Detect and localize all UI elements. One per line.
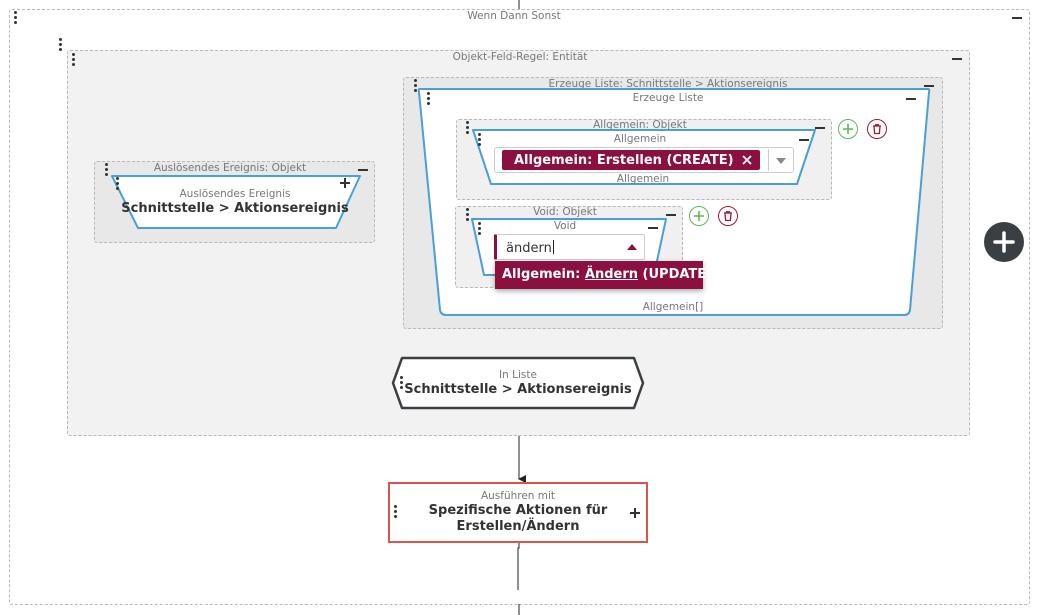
minus-icon[interactable] (1010, 11, 1024, 25)
in-list-title: Schnittstelle > Aktionsereignis (404, 382, 632, 397)
chevron-down-icon[interactable] (775, 157, 787, 165)
minus-icon[interactable] (797, 133, 811, 147)
trigger-event-subtitle: Auslösendes Ereignis (179, 188, 291, 200)
if-then-else-title: Wenn Dann Sonst (467, 10, 561, 22)
chevron-up-icon[interactable] (626, 243, 638, 251)
option-prefix: Allgemein: (502, 267, 585, 282)
execute-node[interactable] (388, 482, 648, 543)
in-list-node[interactable] (390, 355, 646, 411)
general-inner-title: Allgemein (613, 133, 667, 145)
drag-handle-icon[interactable] (477, 133, 483, 147)
trigger-event-object-title: Auslösendes Ereignis: Objekt (153, 162, 307, 174)
minus-icon[interactable] (646, 221, 660, 235)
trigger-event-node[interactable] (109, 173, 365, 231)
option-suffix: (UPDATE) (638, 267, 713, 282)
trash-icon[interactable] (867, 119, 887, 139)
plus-icon[interactable] (628, 506, 642, 520)
minus-icon[interactable] (813, 121, 827, 135)
minus-icon[interactable] (356, 163, 370, 177)
void-inner-title: Void (553, 220, 577, 232)
close-icon[interactable] (741, 155, 752, 165)
create-list-outer-title: Erzeuge Liste: Schnittstelle > Aktionser… (548, 78, 788, 90)
execute-title-line2: Erstellen/Ändern (456, 519, 580, 534)
trigger-event-title: Schnittstelle > Aktionsereignis (121, 201, 349, 216)
execute-subtitle: Ausführen mit (480, 490, 556, 502)
plus-icon[interactable] (338, 176, 352, 190)
option-match: Ändern (584, 267, 639, 282)
trash-icon[interactable] (718, 206, 738, 226)
drag-handle-icon[interactable] (13, 11, 19, 25)
create-list-footer: Allgemein[] (642, 301, 704, 313)
void-search-input[interactable]: ändern (494, 234, 645, 260)
if-then-else-block (9, 9, 1030, 605)
drag-handle-icon[interactable] (393, 505, 399, 519)
minus-icon[interactable] (922, 79, 936, 93)
select-divider (768, 149, 769, 171)
drag-handle-icon[interactable] (477, 222, 483, 236)
drag-handle-icon[interactable] (115, 177, 121, 191)
add-circle-icon[interactable] (838, 119, 858, 139)
drag-handle-icon[interactable] (465, 208, 471, 222)
general-object-title: Allgemein: Objekt (593, 119, 687, 131)
minus-icon[interactable] (664, 208, 678, 222)
drag-handle-icon[interactable] (413, 79, 419, 93)
execute-title-line1: Spezifische Aktionen für (428, 503, 608, 518)
create-list-inner-title: Erzeuge Liste (632, 92, 704, 104)
add-block-button[interactable] (984, 222, 1024, 262)
add-circle-icon[interactable] (689, 206, 709, 226)
selected-tag: Allgemein: Erstellen (CREATE) (502, 150, 760, 170)
drag-handle-icon[interactable] (58, 38, 64, 52)
void-input-value: ändern (506, 241, 552, 256)
object-field-rule-title: Objekt-Feld-Regel: Entität (452, 51, 588, 63)
autocomplete-option[interactable]: Allgemein: Ändern (UPDATE) (495, 261, 712, 289)
general-footer: Allgemein (616, 173, 670, 185)
drag-handle-icon[interactable] (465, 121, 471, 135)
drag-handle-icon[interactable] (399, 376, 405, 390)
minus-icon[interactable] (950, 52, 964, 66)
minus-icon[interactable] (904, 92, 918, 106)
void-object-title: Void: Objekt (533, 206, 597, 218)
drag-handle-icon[interactable] (104, 163, 110, 177)
drag-handle-icon[interactable] (71, 53, 77, 67)
selected-tag-label: Allgemein: Erstellen (CREATE) (514, 152, 734, 168)
in-list-subtitle: In Liste (499, 369, 537, 381)
drag-handle-icon[interactable] (426, 92, 432, 106)
